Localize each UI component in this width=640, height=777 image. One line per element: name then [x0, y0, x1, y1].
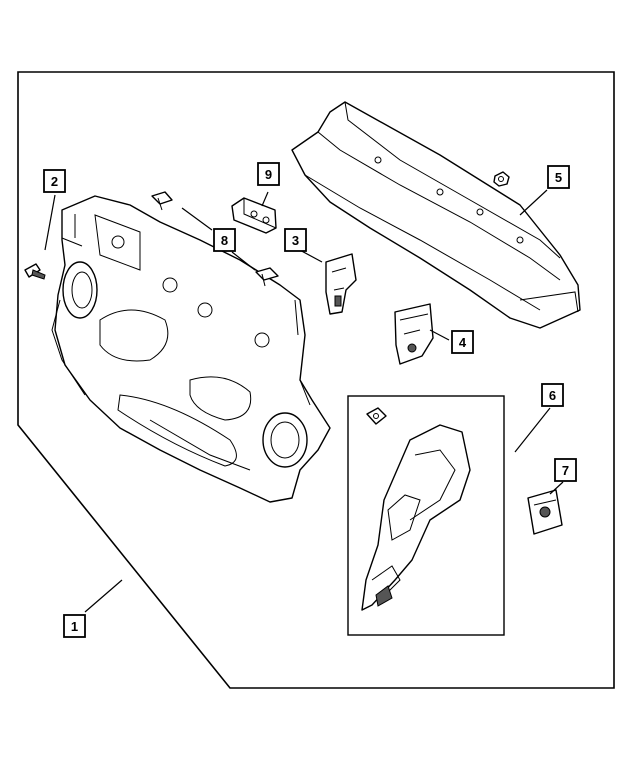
- callout-5: 5: [547, 165, 570, 189]
- rear-panel-part[interactable]: [51, 195, 331, 503]
- cross-member-part[interactable]: [291, 101, 581, 329]
- callout-7-label: 7: [562, 463, 569, 478]
- callout-6-label: 6: [549, 388, 556, 403]
- mounting-bracket-part[interactable]: [394, 303, 434, 365]
- clip-part-lower[interactable]: [255, 267, 279, 287]
- small-clip-part[interactable]: [366, 407, 387, 425]
- wheelhouse-panel-part[interactable]: [361, 424, 471, 611]
- plate-part[interactable]: [527, 489, 563, 535]
- callout-5-label: 5: [555, 170, 562, 185]
- inset-box: [347, 395, 505, 636]
- callout-2: 2: [43, 169, 66, 193]
- callout-6: 6: [541, 383, 564, 407]
- callout-3: 3: [284, 228, 307, 252]
- callout-4-label: 4: [459, 335, 467, 350]
- callout-1-label: 1: [71, 619, 78, 634]
- nut-part[interactable]: [493, 171, 510, 187]
- leader-lines: [44, 189, 564, 613]
- callout-9-label: 9: [265, 167, 272, 182]
- callout-1: 1: [63, 614, 86, 638]
- callout-8: 8: [213, 228, 236, 252]
- assembly-outline: [17, 71, 615, 689]
- callout-8-label: 8: [221, 233, 228, 248]
- callout-9: 9: [257, 162, 280, 186]
- callout-3-label: 3: [292, 233, 299, 248]
- callout-4: 4: [451, 330, 474, 354]
- support-bracket-part[interactable]: [325, 253, 357, 315]
- bracket-part[interactable]: [231, 197, 277, 234]
- bolt-part[interactable]: [24, 263, 46, 280]
- callout-2-label: 2: [51, 174, 58, 189]
- callout-7: 7: [554, 458, 577, 482]
- clip-part-upper[interactable]: [151, 191, 173, 211]
